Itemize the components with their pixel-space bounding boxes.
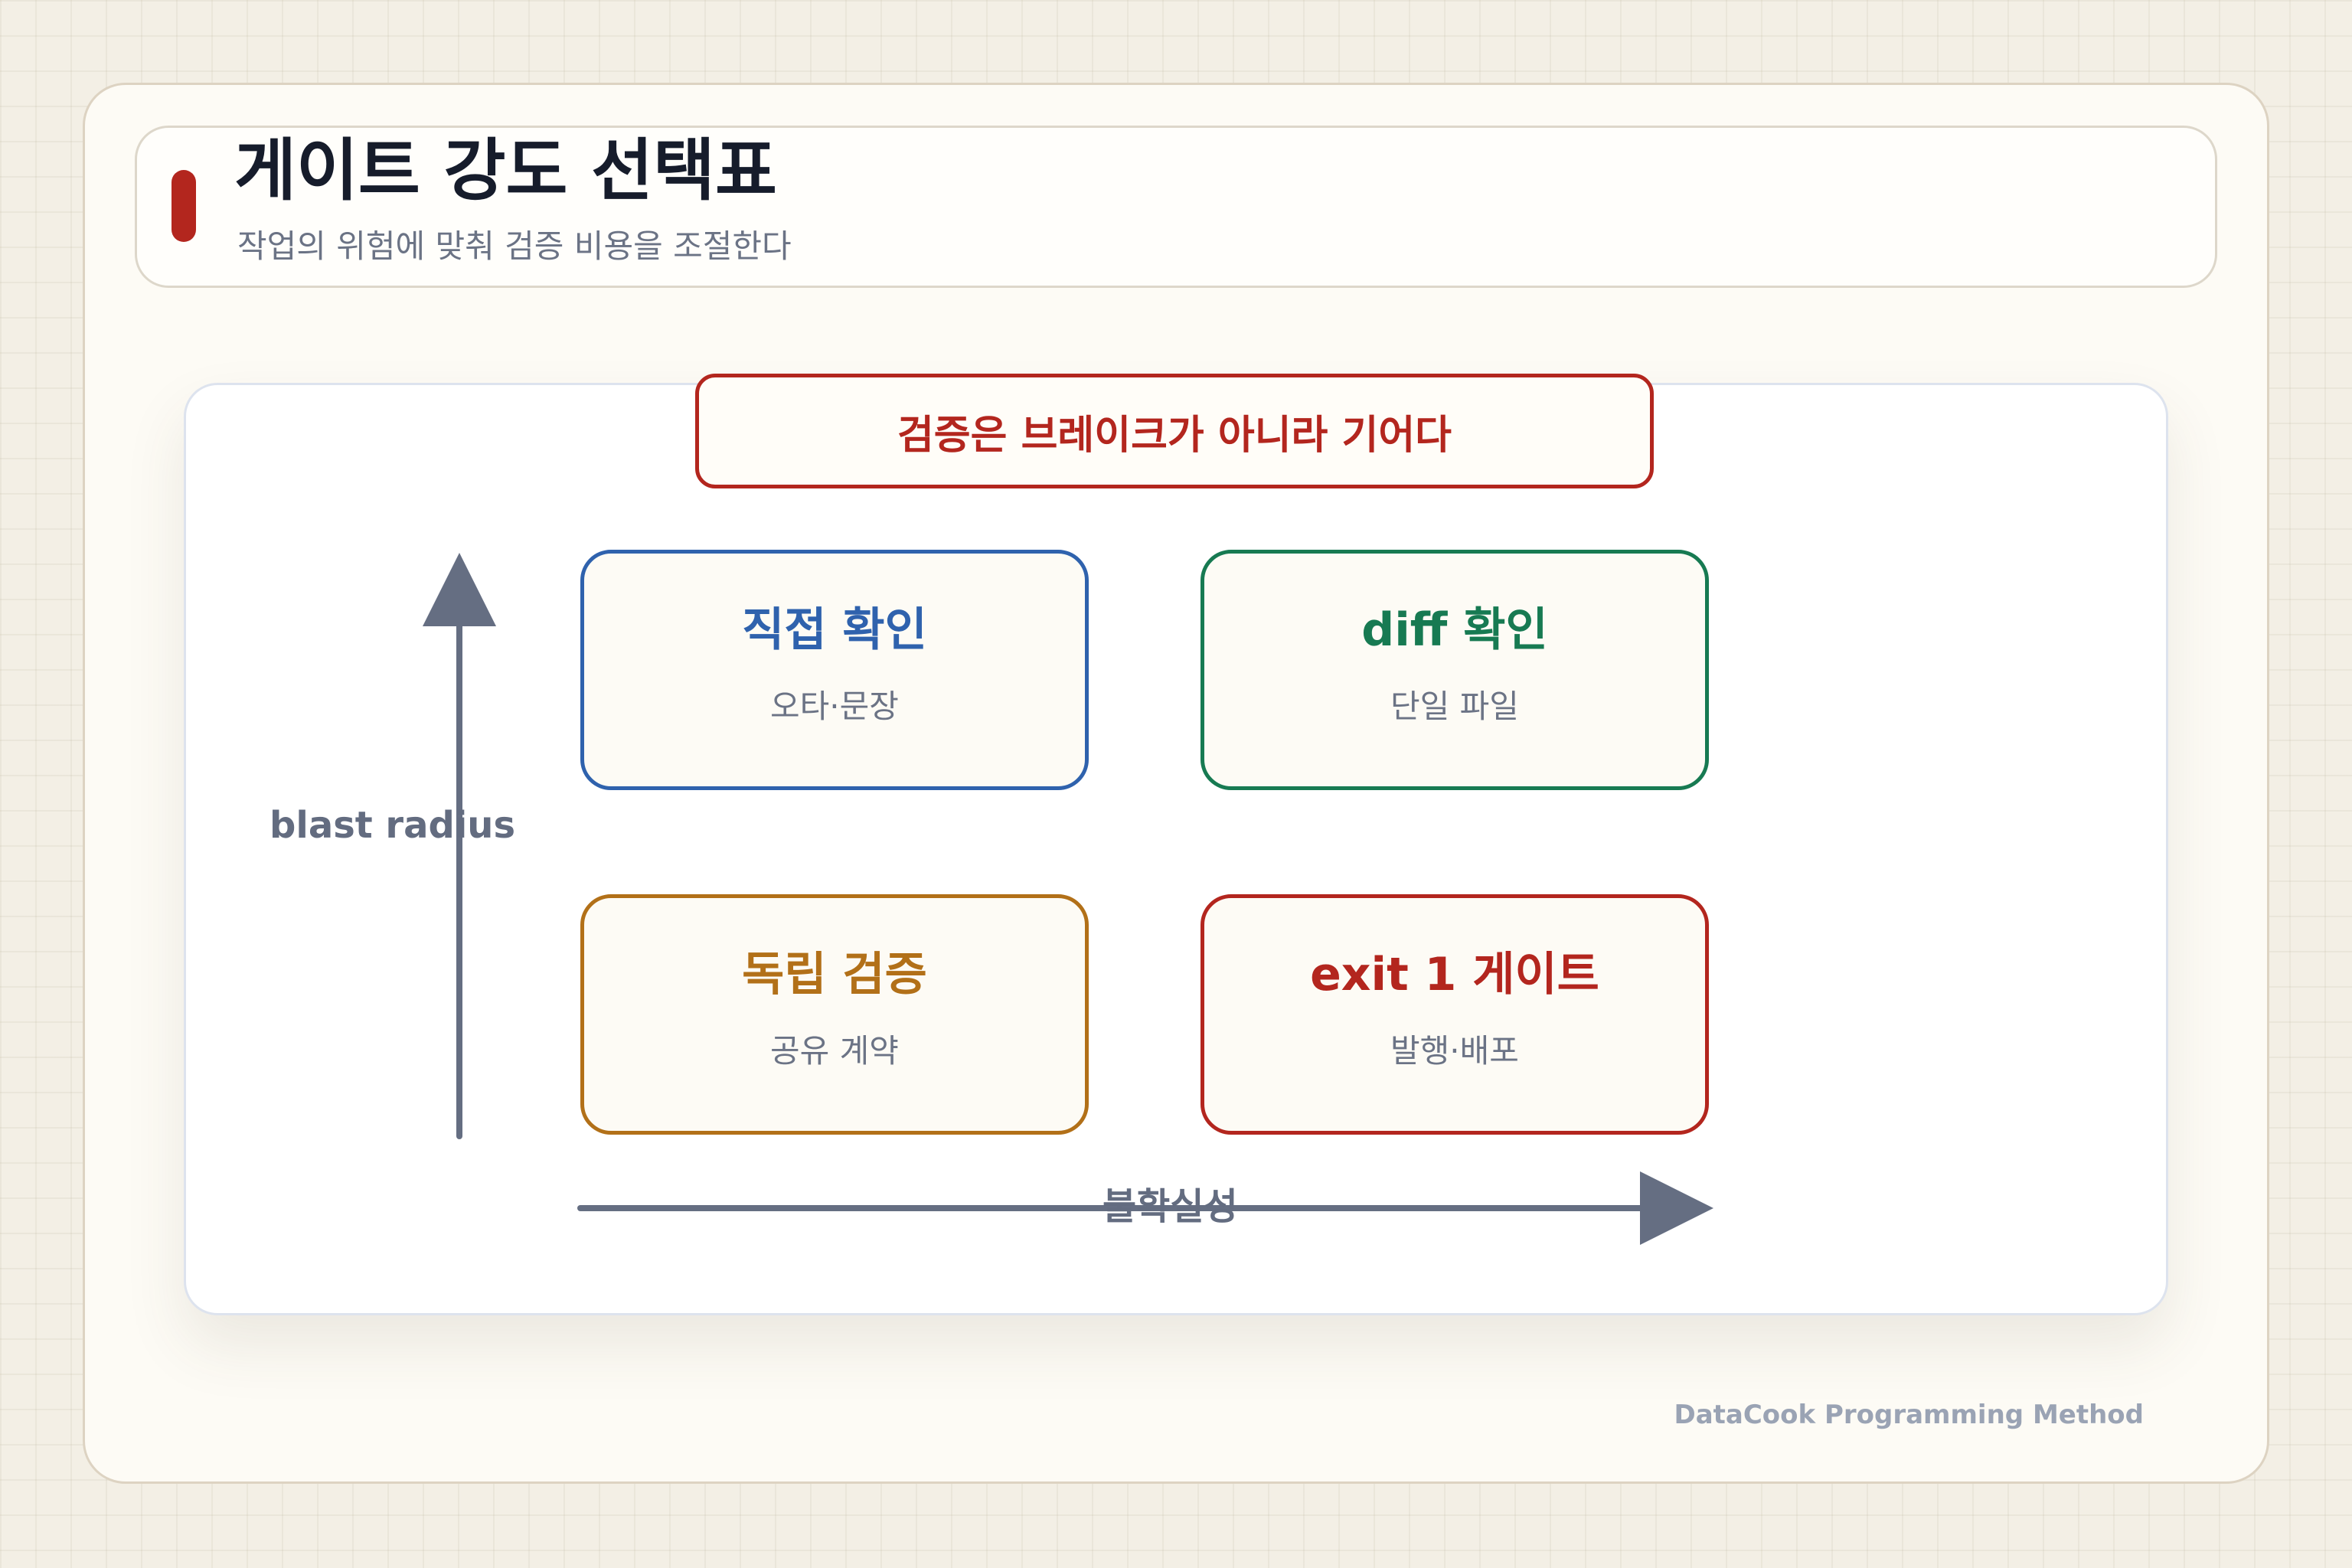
cell-title: exit 1 게이트 <box>1310 948 1599 1001</box>
cell-subtitle: 공유 계약 <box>770 1032 899 1070</box>
x-axis-label: 불확실성 <box>1102 1185 1238 1228</box>
cell-diff-check: diff 확인 단일 파일 <box>1200 550 1709 790</box>
header-card <box>135 126 2217 288</box>
cell-title: 독립 검증 <box>742 948 927 1001</box>
diagram-panel <box>184 383 2168 1315</box>
cell-title: 직접 확인 <box>742 603 927 657</box>
cell-subtitle: 오타·문장 <box>770 688 899 725</box>
cell-subtitle: 발행·배포 <box>1390 1032 1519 1070</box>
y-axis-label: blast radius <box>270 804 516 847</box>
page-subtitle: 작업의 위험에 맞춰 검증 비용을 조절한다 <box>237 227 792 265</box>
brand-footer: DataCook Programming Method <box>1674 1400 2144 1430</box>
callout-box: 검증은 브레이크가 아니라 기어다 <box>695 374 1654 488</box>
cell-direct-check: 직접 확인 오타·문장 <box>580 550 1089 790</box>
cell-independent-verification: 독립 검증 공유 계약 <box>580 894 1089 1135</box>
page-title: 게이트 강도 선택표 <box>234 131 777 210</box>
cell-title: diff 확인 <box>1361 603 1548 657</box>
cell-subtitle: 단일 파일 <box>1390 688 1519 725</box>
header-accent-bar <box>172 170 196 242</box>
cell-exit-gate: exit 1 게이트 발행·배포 <box>1200 894 1709 1135</box>
